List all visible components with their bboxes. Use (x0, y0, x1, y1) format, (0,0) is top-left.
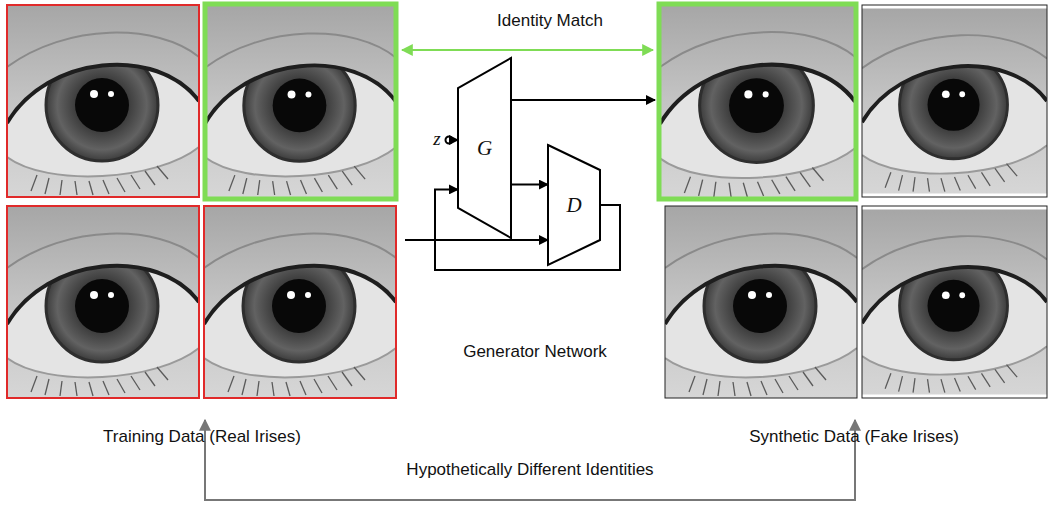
network-label: Generator Network (463, 342, 607, 362)
discriminator-trapezoid: D (548, 145, 600, 265)
generator-trapezoid: G (458, 58, 511, 238)
match-label: Identity Match (497, 11, 603, 31)
node-letter: G (477, 136, 492, 161)
connector-arrow (511, 184, 548, 186)
node-letter: D (566, 193, 581, 218)
fake-caption: Synthetic Data (Fake Irises) (749, 427, 959, 447)
identities-label: Hypothetically Different Identities (406, 460, 653, 480)
noise-label: z (433, 128, 440, 150)
real-caption: Training Data (Real Irises) (103, 427, 301, 447)
